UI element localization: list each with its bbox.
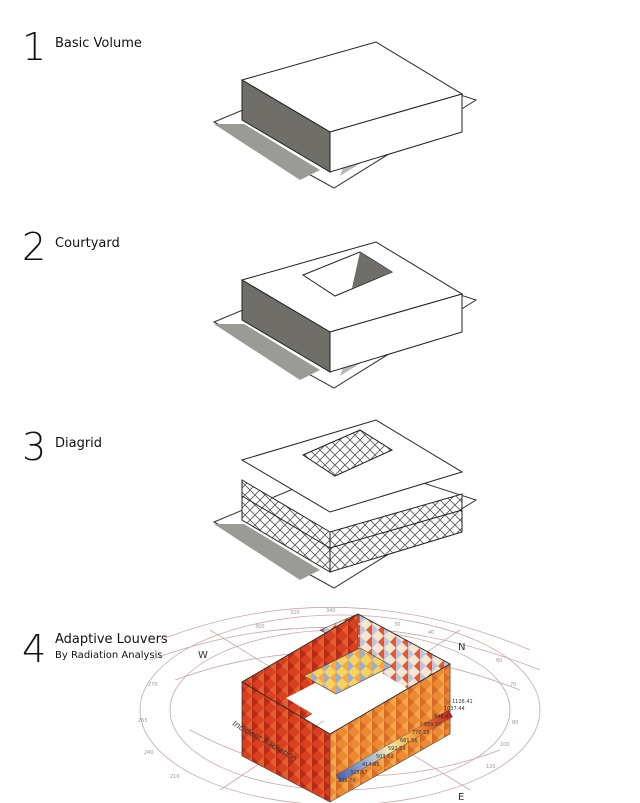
step-number: 2 xyxy=(22,225,47,269)
step-number: 1 xyxy=(22,25,47,69)
step-title: Courtyard xyxy=(55,236,120,251)
legend-value: 236.70 xyxy=(338,778,356,784)
legend-value: 1037.44 xyxy=(444,706,465,712)
step-1: 1 Basic Volume xyxy=(0,0,640,200)
legend xyxy=(335,709,453,783)
step-title: Diagrid xyxy=(55,436,103,451)
legend-color-bar xyxy=(335,709,453,783)
tick-label: 40 xyxy=(428,630,434,636)
tick-label: 340 xyxy=(326,608,336,614)
legend-value: 503.62 xyxy=(376,754,394,760)
step-subtitle: By Radiation Analysis xyxy=(55,650,163,661)
step-title: Basic Volume xyxy=(55,36,142,51)
tick-label: 100 xyxy=(500,742,510,748)
sunpath-ticks: 300 320 340 30 40 60 70 270 255 80 240 1… xyxy=(138,608,518,780)
courtyard-void xyxy=(286,660,410,728)
tick-label: 210 xyxy=(170,774,180,780)
legend-value: 770.53 xyxy=(412,730,430,736)
step-title: Adaptive Louvers xyxy=(55,632,168,647)
slab-edge xyxy=(241,495,331,549)
tick-label: 60 xyxy=(496,658,502,664)
shadow xyxy=(214,324,320,380)
legend-value: 948.47 xyxy=(434,714,452,720)
legend-value: 414.65 xyxy=(362,762,380,768)
courtyard-diagram xyxy=(212,241,478,389)
roof-rim xyxy=(241,613,451,735)
shadow xyxy=(214,524,320,580)
legend-value: 859.50 xyxy=(424,722,442,728)
tick-label: 240 xyxy=(144,750,154,756)
tick-label: 30 xyxy=(394,622,400,628)
shadow xyxy=(214,124,320,180)
slab-edge xyxy=(329,509,463,549)
courtyard-opening xyxy=(301,429,394,477)
step-4: 4 Adaptive Louvers By Radiation Analysis xyxy=(0,600,640,803)
wall-right xyxy=(329,293,463,373)
tick-label: 70 xyxy=(510,682,516,688)
basic-volume-diagram xyxy=(212,41,478,189)
legend-value: 325.67 xyxy=(350,770,368,776)
legend-values: 1126.41 1037.44 948.47 859.50 770.53 681… xyxy=(338,699,473,784)
wall-right xyxy=(329,93,463,173)
step-2: 2 Courtyard xyxy=(0,200,640,400)
diagrid-diagram xyxy=(212,419,478,589)
legend-value: 1126.41 xyxy=(452,699,473,705)
step-number: 3 xyxy=(22,425,47,469)
compass-east: E xyxy=(458,792,464,803)
tick-label: 270 xyxy=(148,682,158,688)
tick-label: 300 xyxy=(255,624,265,630)
compass-north: N xyxy=(458,642,465,653)
tick-label: 80 xyxy=(512,720,518,726)
louver-courtyard xyxy=(303,647,393,695)
legend-value: 681.56 xyxy=(400,738,418,744)
tick-label: 120 xyxy=(486,764,496,770)
tick-label: 255 xyxy=(138,718,148,724)
compass-labels: W N E xyxy=(198,642,465,803)
legend-value: 592.59 xyxy=(388,746,406,752)
tick-label: 320 xyxy=(290,610,300,616)
radiation-diagram: W N E 300 320 340 30 40 60 70 270 255 80… xyxy=(138,606,541,803)
wall-right xyxy=(329,493,463,573)
compass-west: W xyxy=(198,650,208,661)
courtyard-shadow xyxy=(352,252,392,288)
step-3: 3 Diagrid xyxy=(0,400,640,600)
step-number: 4 xyxy=(22,627,47,671)
